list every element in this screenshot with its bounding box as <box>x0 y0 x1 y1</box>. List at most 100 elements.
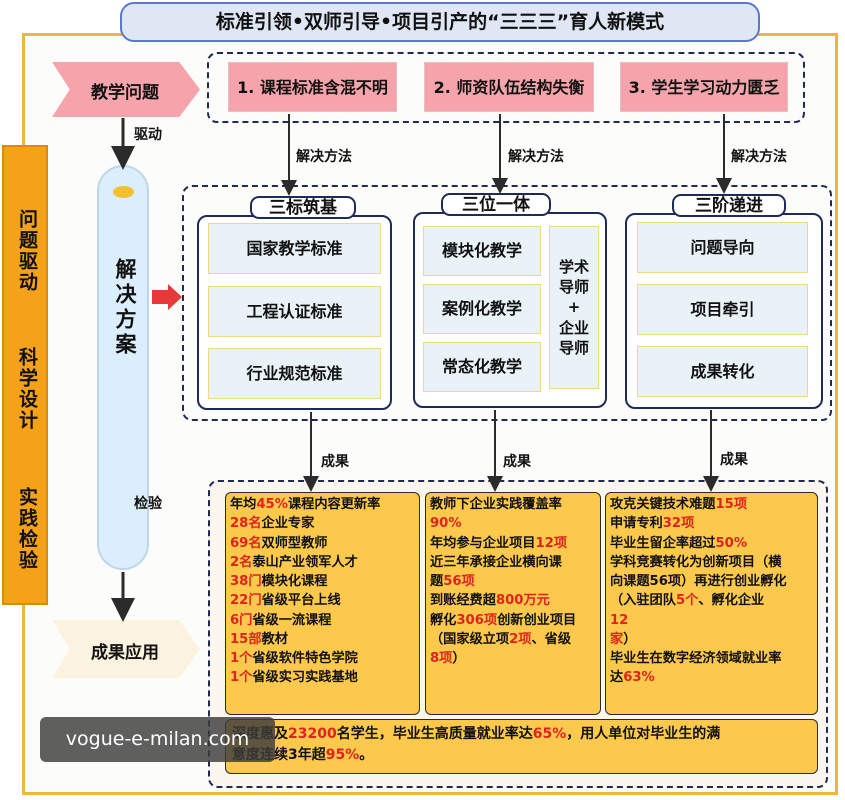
result-line: 申请专利32项 <box>610 514 813 533</box>
result-line: （国家级立项2项、省级 <box>430 630 596 649</box>
result-highlight: 306项 <box>456 612 498 628</box>
teaching-problem-arrow <box>52 62 200 117</box>
result-highlight: 50% <box>715 535 748 551</box>
result-line: 年均45%课程内容更新率 <box>230 495 415 514</box>
result-line: 38门模块化课程 <box>230 572 415 591</box>
item-case-teaching: 案例化教学 <box>423 284 541 334</box>
result-highlight: 15部 <box>230 631 262 647</box>
result-text: 名学生，毕业生高质量就业率达 <box>336 726 533 742</box>
result-highlight: 5个 <box>675 593 699 609</box>
banner-text-problem-driven: 问题驱动 <box>16 209 38 293</box>
result-highlight: 12项 <box>535 535 568 551</box>
result-line: 毕业生在数字经济领域就业率 <box>610 649 813 668</box>
result-highlight: 家 <box>610 631 624 647</box>
result-text: 教材 <box>261 631 288 647</box>
dual-mentor-line-1: 学术 <box>558 257 589 276</box>
result-highlight: 15项 <box>715 497 748 512</box>
result-highlight: 95% <box>325 747 360 763</box>
result-highlight: 2名 <box>230 554 253 570</box>
result-text: 模块化课程 <box>261 574 328 590</box>
result-line: 攻克关键技术难题15项 <box>610 495 813 514</box>
result-line: 教师下企业实践覆盖率 <box>430 495 596 514</box>
solution-title-progressive: 三阶递进 <box>672 194 786 217</box>
result-text: 省级实习实践基地 <box>252 670 358 686</box>
result-text: 双师型教师 <box>261 535 328 551</box>
item-routine-teaching: 常态化教学 <box>423 342 541 392</box>
results-progressive: 攻克关键技术难题15项申请专利32项毕业生留企率超过50%学科竞赛转化为创新项目… <box>605 492 818 715</box>
watermark: vogue-e-milan.com <box>40 717 275 762</box>
result-text: 近三年承接企业横向课 <box>430 554 562 570</box>
result-highlight: 56项 <box>443 574 475 590</box>
result-line: 毕业生留企率超过50% <box>610 534 813 553</box>
result-highlight: 45% <box>256 497 288 512</box>
method-label-2: 解决方法 <box>508 149 564 165</box>
result-line: 90% <box>430 514 596 533</box>
result-text: 达 <box>610 670 624 686</box>
problem-teacher-structure: 2. 师资队伍结构失衡 <box>424 62 594 112</box>
result-line: 15部教材 <box>230 630 415 649</box>
result-text: 毕业生在数字经济领域就业率 <box>610 651 782 667</box>
solution-title-standards: 三标筑基 <box>250 196 356 219</box>
result-label-2: 成果 <box>503 454 531 470</box>
result-text: ） <box>452 651 466 667</box>
teaching-problem-label: 教学问题 <box>91 83 159 103</box>
result-line: 1个省级实习实践基地 <box>230 668 415 687</box>
result-line: （入驻团队5个、孵化企业 <box>610 591 813 610</box>
result-line: 69名双师型教师 <box>230 534 415 553</box>
solution-pill <box>97 165 149 570</box>
result-line: 22门省级平台上线 <box>230 591 415 610</box>
item-result-transform: 成果转化 <box>637 346 808 397</box>
result-text: 孵化 <box>430 612 457 628</box>
problem-course-standard: 1. 课程标准含混不明 <box>228 62 397 112</box>
result-text: 年均 <box>230 497 257 512</box>
result-label-3: 成果 <box>720 452 748 468</box>
result-highlight: 2项 <box>509 631 532 647</box>
result-highlight: 32项 <box>662 516 695 532</box>
banner-text-practice-check: 实践检验 <box>16 487 38 571</box>
result-highlight: 22门 <box>230 593 262 609</box>
red-arrow-icon <box>152 284 182 310</box>
problem-student-motivation: 3. 学生学习动力匮乏 <box>620 62 788 112</box>
result-highlight: 69名 <box>230 535 262 551</box>
result-text: 年均参与企业项目 <box>430 535 536 551</box>
item-industry-standard: 行业规范标准 <box>208 348 381 399</box>
item-problem-oriented: 问题导向 <box>637 222 808 273</box>
dual-mentor-line-5: 导师 <box>558 338 589 357</box>
result-highlight: 90% <box>430 516 462 532</box>
result-text: 课程内容更新率 <box>287 497 381 512</box>
method-label-3: 解决方法 <box>731 149 787 165</box>
result-line: 12 <box>610 611 813 630</box>
result-text: 学科竞赛转化为创新项目（横 <box>610 554 782 570</box>
result-line: 8项） <box>430 649 596 668</box>
result-text: 省级平台上线 <box>261 593 341 609</box>
item-dual-mentor: 学术 导师 + 企业 导师 <box>549 226 599 389</box>
item-project-led: 项目牵引 <box>637 284 808 335</box>
result-text: 。 <box>359 747 374 763</box>
result-highlight: 63% <box>623 670 655 686</box>
result-text: 泰山产业领军人才 <box>252 554 358 570</box>
item-national-standard: 国家教学标准 <box>208 223 381 274</box>
result-text: 到账经费超 <box>430 593 496 609</box>
dual-mentor-line-4: 企业 <box>558 318 589 337</box>
result-text: 创新创业项目 <box>497 612 577 628</box>
banner-text-scientific-design: 科学设计 <box>16 347 38 431</box>
result-highlight: 28名 <box>230 516 262 532</box>
result-highlight: 38门 <box>230 574 262 590</box>
result-line: 6门省级一流课程 <box>230 611 415 630</box>
result-line: 孵化306项创新创业项目 <box>430 611 596 630</box>
result-text: 毕业生留企率超过 <box>610 535 716 551</box>
result-text: 申请专利 <box>610 516 663 532</box>
result-highlight: 23200 <box>288 726 337 742</box>
result-text: ） <box>623 631 637 647</box>
application-arrow <box>52 620 200 678</box>
solution-title-integration: 三位一体 <box>441 193 551 216</box>
result-line: 向课题56项）再进行创业孵化 <box>610 572 813 591</box>
result-text: 企业专家 <box>261 516 315 532</box>
result-line: 达63% <box>610 668 813 687</box>
result-line: 到账经费超800万元 <box>430 591 596 610</box>
result-line: 28名企业专家 <box>230 514 415 533</box>
result-line: 家） <box>610 630 813 649</box>
result-line: 题56项 <box>430 572 596 591</box>
solution-label: 解决方案 <box>113 258 137 358</box>
